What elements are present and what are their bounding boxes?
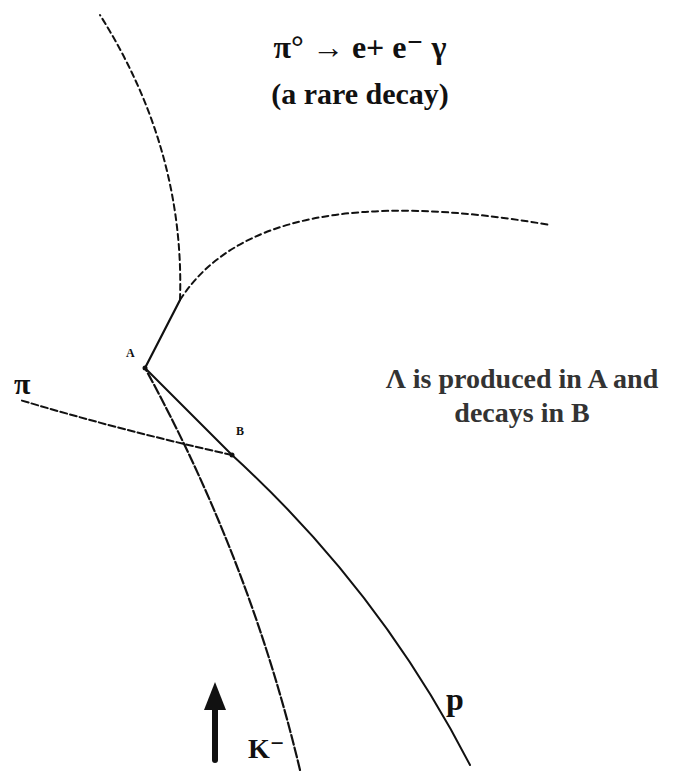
- annotation-note: Λ is produced in A and decays in B: [380, 362, 665, 429]
- vertex-label: B: [236, 424, 244, 438]
- proton-track: [145, 368, 470, 765]
- particle-label: K⁻: [248, 732, 285, 766]
- neutral-track: [145, 300, 180, 368]
- vertex-label: A: [126, 346, 135, 360]
- subtitle-note: (a rare decay): [271, 76, 449, 112]
- pion-track: [20, 400, 232, 455]
- decay-title: π° → e+ e⁻ γ: [274, 28, 447, 66]
- beam-arrowhead: [204, 682, 226, 710]
- particle-label: p: [446, 680, 464, 718]
- vertex-dot: [230, 453, 235, 458]
- particle-label: π: [14, 366, 30, 402]
- kaon-track: [145, 368, 300, 770]
- positron-track: [180, 211, 550, 300]
- beam-arrow: [212, 705, 218, 760]
- vertex-dot: [143, 366, 148, 371]
- electron-track: [100, 15, 180, 300]
